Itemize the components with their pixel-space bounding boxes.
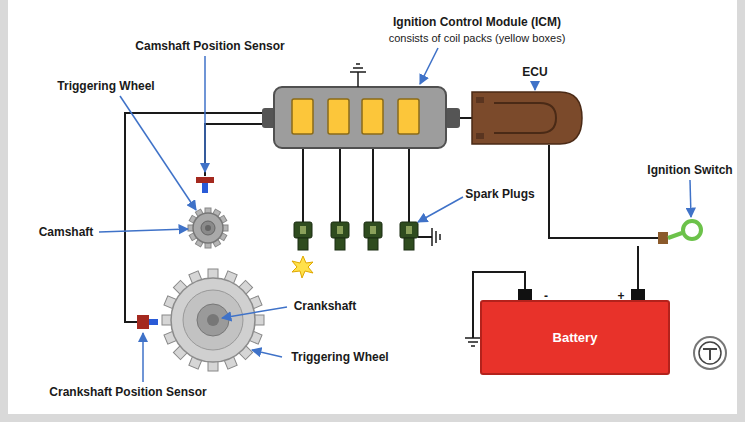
battery-box: Battery bbox=[480, 300, 670, 375]
part-label: Crankshaft bbox=[294, 299, 357, 314]
ground-symbol bbox=[432, 228, 440, 246]
leader-lines bbox=[99, 48, 691, 382]
part-label: consists of coil packs (yellow boxes) bbox=[389, 31, 566, 46]
spark bbox=[292, 256, 313, 278]
switch-terminal bbox=[658, 232, 668, 244]
part-label: Camshaft bbox=[39, 225, 94, 240]
camshaft-gear bbox=[188, 208, 228, 248]
ignition-control-module bbox=[274, 87, 446, 148]
triggering-wheel bbox=[171, 278, 255, 362]
part-label: Crankshaft Position Sensor bbox=[43, 385, 213, 400]
crankshaft bbox=[197, 304, 229, 336]
ignition-switch bbox=[683, 221, 701, 239]
camshaft bbox=[193, 213, 223, 243]
part-label: Triggering Wheel bbox=[57, 79, 154, 94]
ground-symbol bbox=[350, 64, 366, 87]
part-label: Camshaft Position Sensor bbox=[135, 39, 284, 54]
part-label: Ignition Switch bbox=[647, 163, 732, 178]
node-text: Battery bbox=[553, 330, 598, 345]
icm-connector bbox=[445, 108, 460, 128]
part-label: Ignition Control Module (ICM) bbox=[393, 15, 561, 30]
camshaft-position-sensor bbox=[196, 177, 214, 183]
ground-symbol bbox=[465, 338, 481, 346]
spark-plugs bbox=[292, 222, 418, 278]
switch-lever bbox=[668, 233, 682, 238]
sensor-tip bbox=[202, 183, 208, 193]
ecu bbox=[472, 92, 582, 144]
crankshaft-position-sensor bbox=[137, 315, 149, 329]
part-label: ECU bbox=[522, 65, 547, 80]
part-label: Spark Plugs bbox=[465, 187, 534, 202]
part-label: Triggering Wheel bbox=[291, 350, 388, 365]
coil-packs bbox=[292, 99, 419, 134]
ground bbox=[8, 0, 737, 414]
sensor-tip bbox=[149, 319, 158, 325]
ecu-socket bbox=[494, 103, 556, 133]
logo bbox=[694, 337, 726, 369]
crankshaft-gear bbox=[162, 269, 264, 371]
